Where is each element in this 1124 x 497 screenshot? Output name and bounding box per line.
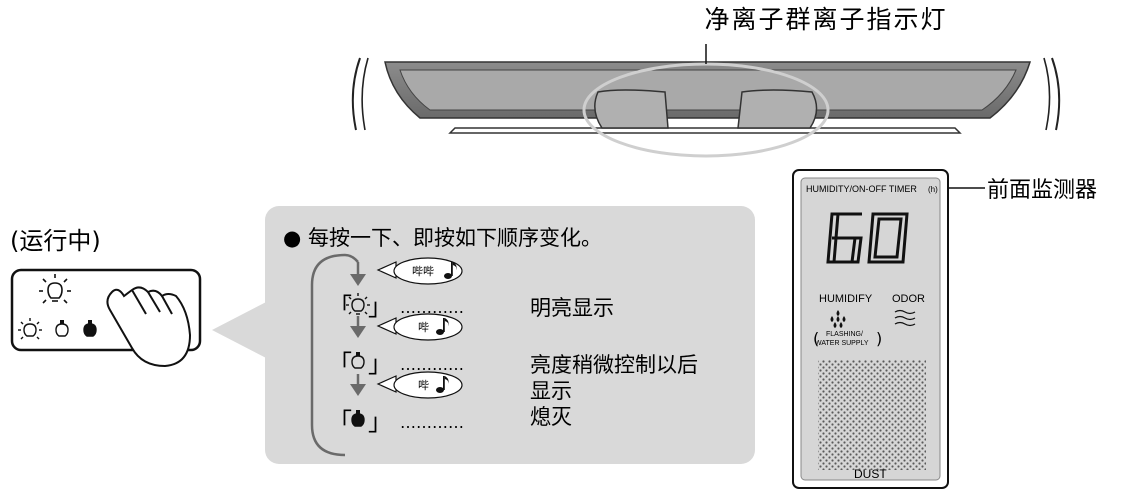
monitor-header-unit: (h) — [928, 185, 938, 194]
svg-text:): ) — [876, 329, 882, 348]
hand-pressing-icon — [106, 286, 192, 368]
humidify-label: HUMIDIFY — [819, 293, 873, 305]
front-monitor-label: 前面监测器 — [987, 178, 1097, 203]
instruction-bullet: ● 每按一下、即按如下顺序变化。 — [283, 226, 602, 250]
lamp-dim-small-icon — [55, 320, 69, 337]
lamp-off-small-icon — [83, 320, 97, 337]
beep-text-3: 哔 — [418, 379, 429, 392]
step1-bracket-right: 」 — [368, 293, 392, 321]
band-rim — [448, 127, 962, 134]
step2-bracket-right: 」 — [368, 350, 392, 378]
running-label: (运行中) — [10, 227, 101, 255]
step1-bracket-left: 「 — [328, 293, 352, 321]
device-top-band — [351, 44, 1061, 158]
operation-panel — [10, 268, 202, 368]
water-drop-icon — [830, 310, 846, 328]
lamp-bright-icon — [39, 274, 71, 304]
svg-text:(: ( — [813, 329, 819, 348]
music-note-icons — [436, 262, 457, 393]
monitor-header: HUMIDITY/ON-OFF TIMER — [806, 184, 917, 194]
odor-wave-icon — [894, 309, 916, 327]
ion-lamp-left — [594, 89, 669, 129]
beep-text-2: 哔 — [418, 321, 429, 334]
step3-description: 熄灭 — [530, 405, 572, 429]
band-left-bracket-outer — [351, 57, 361, 131]
callout-wedge — [212, 300, 270, 360]
band-right-bracket-outer — [1051, 57, 1061, 131]
beep-text-1: 哔哔 — [412, 265, 434, 278]
water-supply-label: WATER SUPPLY — [815, 340, 869, 347]
front-monitor — [792, 169, 985, 489]
band-left-bracket-inner — [361, 57, 369, 131]
step2-description: 亮度稍微控制以后 — [530, 353, 698, 377]
step3-bracket-right: 」 — [368, 408, 392, 436]
dust-label: DUST — [854, 467, 887, 481]
step2-bracket-left: 「 — [328, 350, 352, 378]
step2-description-line2: 显示 — [530, 379, 572, 403]
step2-dots: ………… — [400, 355, 464, 374]
ion-lamp-title: 净离子群离子指示灯 — [704, 5, 947, 34]
step-bright-lamp-icon — [346, 293, 370, 315]
sequence-arrows — [350, 262, 366, 396]
timer-digit-display — [826, 212, 909, 264]
sequence-loop-line — [310, 253, 346, 457]
band-right-bracket-inner — [1043, 57, 1051, 131]
odor-label: ODOR — [892, 293, 925, 305]
dust-sensor-dots — [818, 360, 926, 470]
step-dim-lamp-icon — [351, 352, 365, 369]
step-off-lamp-icon — [351, 410, 365, 427]
flashing-label: FLASHING/ — [826, 331, 863, 338]
step1-description: 明亮显示 — [530, 296, 614, 320]
lamp-bright-small-icon — [18, 318, 42, 340]
step1-dots: ………… — [400, 298, 464, 317]
ion-lamp-right — [737, 89, 818, 129]
step3-dots: ………… — [400, 413, 464, 432]
step3-bracket-left: 「 — [328, 408, 352, 436]
